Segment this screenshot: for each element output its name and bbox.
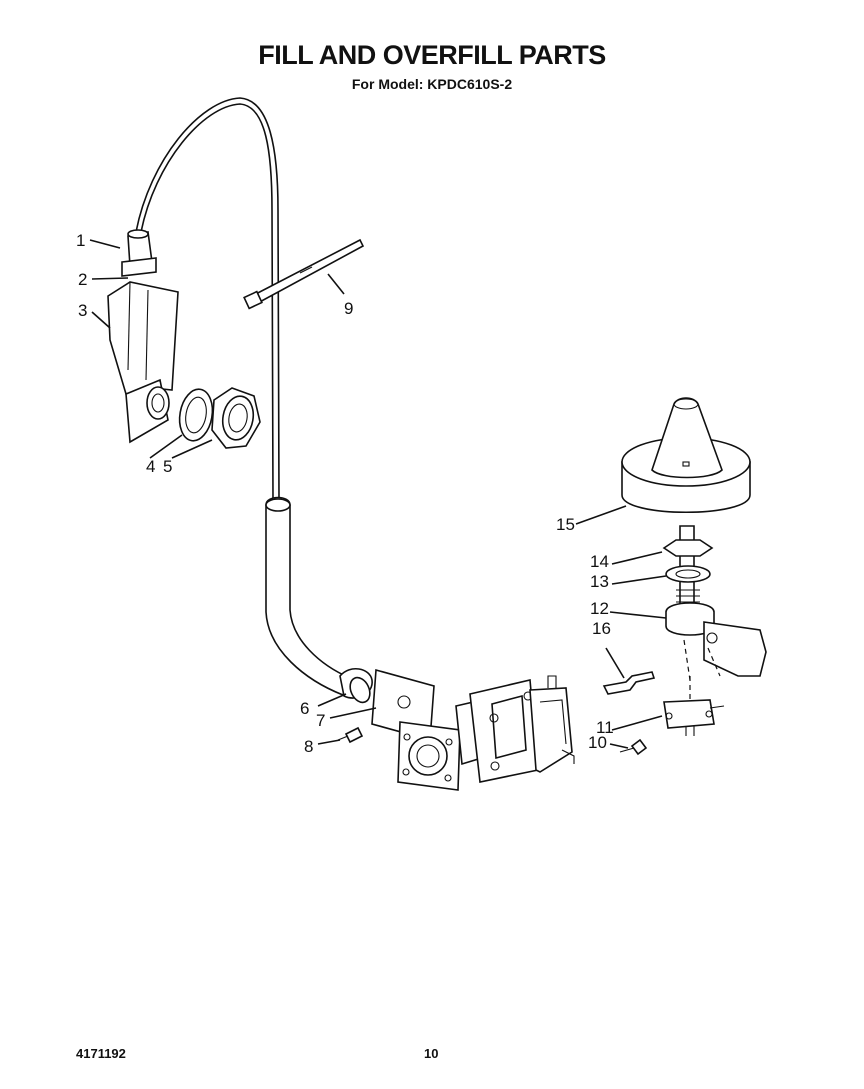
model-subtitle: For Model: KPDC610S-2 bbox=[351, 76, 513, 92]
gasket-and-nut-drawing bbox=[178, 387, 261, 449]
callout-13: 13 bbox=[590, 572, 609, 591]
callout-6: 6 bbox=[300, 699, 309, 718]
callout-14: 14 bbox=[590, 552, 609, 571]
document-number: 4171192 bbox=[76, 1046, 126, 1061]
switch-drawing bbox=[619, 676, 725, 756]
inlet-valve-drawing bbox=[337, 668, 575, 791]
callout-16: 16 bbox=[592, 619, 611, 638]
callout-15: 15 bbox=[556, 515, 575, 534]
callout-5: 5 bbox=[163, 457, 172, 476]
callout-9: 9 bbox=[344, 299, 353, 318]
callout-4: 4 bbox=[146, 457, 155, 476]
page-number: 10 bbox=[424, 1046, 439, 1061]
cable-tie-drawing bbox=[243, 238, 365, 310]
callout-11: 11 bbox=[596, 718, 614, 737]
float-stem-drawing bbox=[662, 525, 767, 681]
callout-2: 2 bbox=[78, 270, 87, 289]
actuator-lever-drawing bbox=[602, 671, 656, 695]
callout-1: 1 bbox=[76, 231, 85, 250]
float-drawing bbox=[621, 397, 751, 514]
callout-8: 8 bbox=[304, 737, 313, 756]
page-title: FILL AND OVERFILL PARTS bbox=[258, 40, 606, 70]
callout-12: 12 bbox=[590, 599, 609, 618]
leader-lines bbox=[89, 239, 667, 749]
fill-hose-drawing bbox=[135, 97, 373, 704]
callout-numbers: 1 2 3 4 5 6 7 8 9 10 11 12 13 14 15 16 bbox=[76, 231, 614, 756]
callout-7: 7 bbox=[316, 711, 325, 730]
fill-funnel-drawing bbox=[107, 229, 179, 444]
callout-10: 10 bbox=[588, 733, 607, 752]
callout-3: 3 bbox=[78, 301, 87, 320]
